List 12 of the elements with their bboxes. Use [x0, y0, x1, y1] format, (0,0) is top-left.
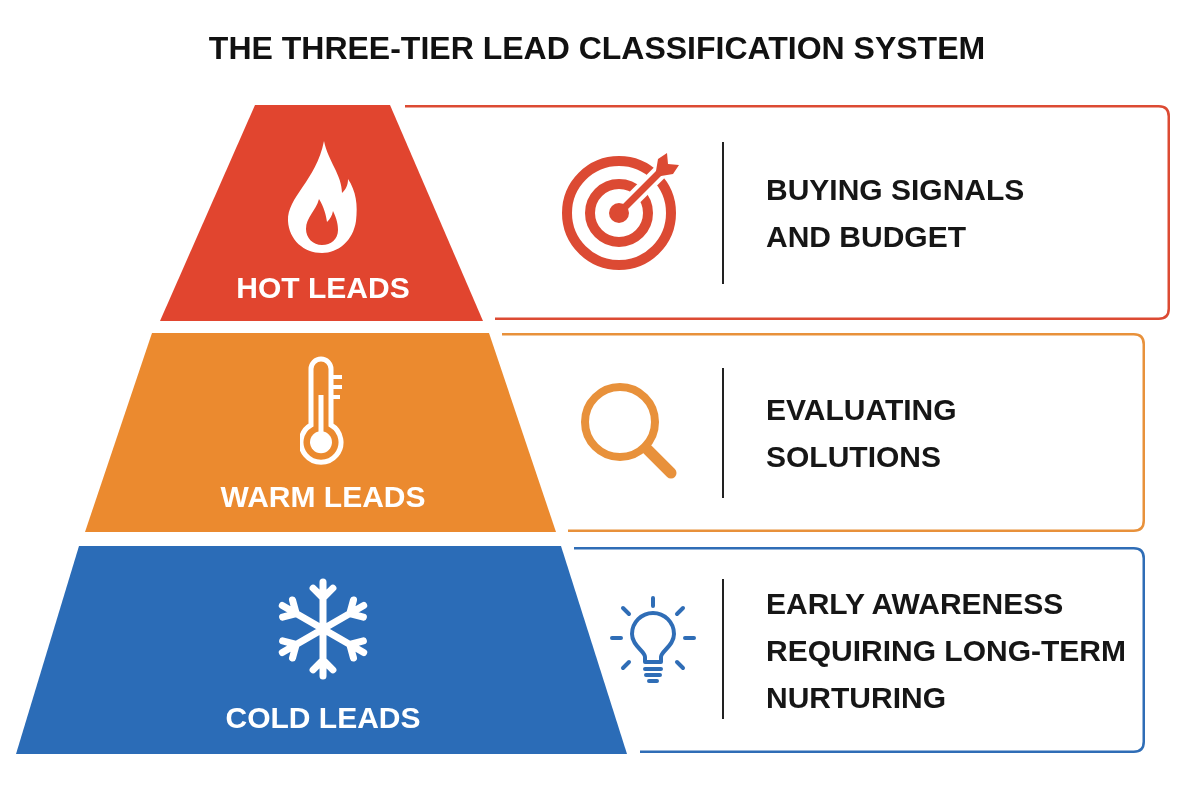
description-text: EARLY AWARENESS REQUIRING LONG-TERM NURTURING [766, 585, 1127, 716]
pyramid-tier [85, 333, 556, 532]
pyramid-tier [160, 105, 483, 321]
description-text: EVALUATING SOLUTIONS [766, 391, 958, 475]
description-text: BUYING SIGNALS AND BUDGET [766, 171, 1026, 255]
tier-label: COLD LEADS [225, 701, 421, 735]
tier-label: HOT LEADS [236, 271, 410, 305]
description-panel [574, 547, 1145, 753]
description-panel [502, 333, 1145, 532]
pyramid-tier [16, 546, 627, 754]
tier-label: WARM LEADS [220, 480, 426, 514]
diagram-title: THE THREE-TIER LEAD CLASSIFICATION SYSTEM [208, 30, 986, 66]
